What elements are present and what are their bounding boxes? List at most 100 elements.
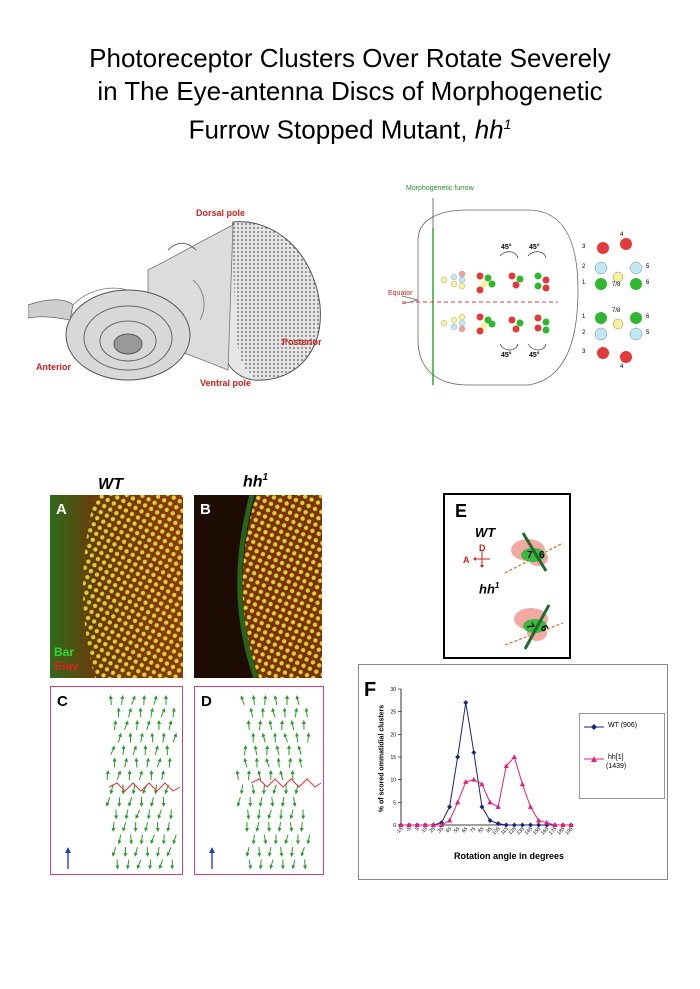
- orientation-arrow: [267, 821, 272, 832]
- orientation-arrow: [172, 834, 177, 845]
- equator-line: [108, 782, 181, 792]
- orientation-arrow: [105, 770, 110, 781]
- cluster-legend-bottom: [594, 312, 643, 363]
- panel-c-arrows: [65, 695, 181, 870]
- data-point-hh1: [479, 781, 485, 787]
- orientation-arrow: [300, 847, 305, 857]
- orientation-arrow: [246, 770, 251, 781]
- orientation-arrow: [261, 784, 266, 795]
- orientation-arrow: [117, 732, 122, 743]
- data-point-hh1: [511, 754, 517, 759]
- panel-d-letter: D: [201, 693, 212, 710]
- data-point-wt: [519, 822, 525, 828]
- data-point-hh1: [455, 799, 461, 805]
- hh-heading-text: hh: [243, 473, 263, 491]
- x-tick-label: 75: [469, 826, 477, 834]
- orientation-arrow: [297, 745, 302, 755]
- orientation-arrow: [289, 846, 294, 857]
- orientation-arrow: [269, 859, 274, 870]
- furrow-label: Morphogenetic furrow: [406, 185, 474, 192]
- orientation-arrow: [284, 834, 289, 845]
- orientation-arrow: [135, 720, 140, 731]
- bar-stain-label: Bar: [54, 645, 75, 659]
- orientation-arrow: [255, 821, 260, 832]
- title-line-3: Furrow Stopped Mutant, hh1: [0, 108, 700, 147]
- panel-b-letter: B: [200, 501, 211, 518]
- x-tick-label: 175: [548, 826, 558, 836]
- orientation-arrow: [258, 720, 263, 731]
- data-point-hh1: [536, 817, 542, 823]
- x-tick-label: 125: [508, 826, 518, 836]
- orientation-arrow: [117, 796, 122, 807]
- title-line-2: in The Eye-antenna Discs of Morphogeneti…: [97, 76, 603, 106]
- x-tick-label: 25: [429, 826, 437, 834]
- panel-e-diagram: E WT hh1 D A 7 6 7 6: [443, 493, 571, 659]
- y-tick-label: 0: [393, 823, 396, 829]
- orientation-arrow: [280, 796, 285, 807]
- orientation-arrow: [154, 745, 159, 755]
- data-point-hh1: [568, 822, 574, 827]
- orientation-arrow: [121, 745, 126, 756]
- orientation-arrow: [263, 834, 268, 845]
- orientation-arrow: [246, 720, 251, 731]
- orientation-arrow: [150, 796, 154, 807]
- legend-num: 7/8: [612, 308, 621, 314]
- posterior-label: Posterior: [282, 337, 322, 347]
- angle-label-1: 45°: [501, 244, 512, 251]
- orientation-arrow: [132, 745, 137, 755]
- orientation-arrow: [150, 732, 155, 743]
- reference-arrow-head: [209, 847, 215, 853]
- orientation-arrow: [144, 821, 149, 832]
- orientation-arrow: [116, 770, 122, 780]
- x-tick-label: 15: [421, 826, 429, 834]
- legend-num: 5: [646, 264, 650, 270]
- data-point-hh1: [463, 779, 469, 784]
- orientation-arrow: [291, 859, 296, 870]
- orientation-arrow: [290, 720, 295, 731]
- orientation-arrow: [261, 732, 266, 743]
- angle-label-2: 45°: [529, 244, 540, 251]
- orientation-arrow: [289, 809, 294, 820]
- panel-c-letter: C: [57, 693, 68, 710]
- data-point-wt: [503, 822, 509, 828]
- title-line-3-text: Furrow Stopped Mutant,: [188, 114, 475, 145]
- data-point-wt: [536, 822, 542, 828]
- orientation-arrow: [138, 770, 143, 780]
- equator-line: [250, 778, 322, 788]
- data-point-wt: [511, 822, 517, 828]
- orientation-arrow: [299, 821, 304, 832]
- orientation-arrow: [245, 846, 250, 857]
- orientation-arrow: [115, 859, 120, 870]
- legend-num: 1: [582, 314, 586, 320]
- panel-e-hh-superscript: 1: [494, 581, 500, 590]
- orientation-arrow: [279, 770, 284, 780]
- series-line: [401, 702, 571, 826]
- angle-label-4: 45°: [529, 352, 540, 359]
- legend-num: 4: [620, 232, 624, 238]
- x-tick-label: 45: [445, 826, 453, 834]
- legend-num: 7/8: [612, 282, 621, 288]
- orientation-arrow: [283, 732, 289, 743]
- y-tick-label: 25: [390, 710, 396, 716]
- orientation-arrow: [124, 757, 128, 768]
- data-point-wt: [455, 754, 461, 760]
- legend-swatch: [584, 756, 604, 762]
- orientation-arrow: [109, 784, 114, 795]
- legend-swatch-marker: [591, 756, 597, 762]
- orientation-arrow: [243, 757, 248, 768]
- data-point-wt: [528, 822, 534, 828]
- elav-stain-label: Elav: [54, 659, 79, 673]
- x-tick-label: 95: [485, 826, 493, 834]
- anterior-label: Anterior: [36, 362, 72, 372]
- orientation-arrow: [256, 809, 261, 820]
- legend-label: hh[1]: [608, 754, 624, 761]
- legend-swatch-marker: [591, 724, 597, 730]
- panel-e-hh-label: hh1: [479, 581, 499, 596]
- legend-label: WT (906): [608, 722, 638, 729]
- y-tick-label: 15: [390, 755, 396, 761]
- panel-f-chart: F % of scored ommatidial clusters Rotati…: [358, 664, 668, 880]
- orientation-arrow: [105, 797, 111, 807]
- orientation-arrow: [128, 707, 133, 718]
- orientation-arrow: [303, 859, 308, 870]
